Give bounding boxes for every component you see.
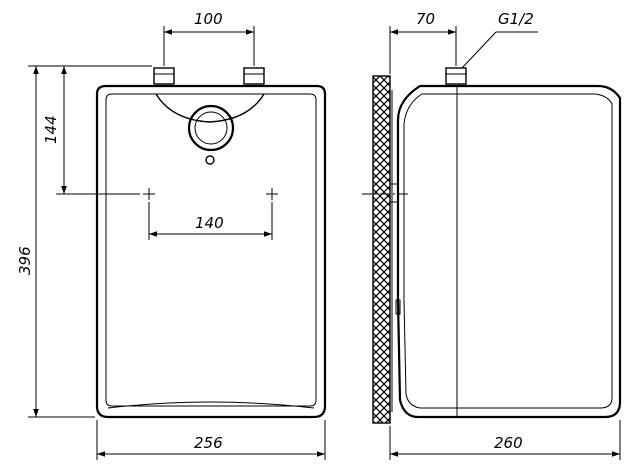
front-body-inner: [105, 93, 317, 407]
dim-label-inlet-spacing: 100: [194, 10, 223, 28]
side-body-inner: [403, 93, 613, 409]
control-knob-inner: [194, 111, 228, 145]
dim-label-front-width: 256: [194, 434, 223, 452]
dim-label-fixing-height: 144: [42, 115, 60, 144]
control-knob-icon: [187, 104, 235, 152]
fixing-point-right: [266, 188, 278, 200]
dim-label-thread: G1/2: [498, 10, 534, 28]
inlet-pipe-left: [153, 67, 175, 85]
fixing-point-left: [143, 188, 155, 200]
indicator-lamp-icon: [205, 155, 215, 165]
front-bottom-bevel: [107, 401, 315, 409]
dim-label-wall-offset: 70: [416, 10, 435, 28]
wall-bracket-lower: [395, 299, 401, 315]
front-top-cap: [155, 93, 265, 123]
inlet-pipe-right: [243, 67, 265, 85]
dim-label-fixing-spacing: 140: [195, 214, 224, 232]
side-view: [362, 67, 622, 424]
wall-bracket: [389, 183, 399, 203]
wall-section: [372, 75, 391, 424]
dim-front-width: 256: [96, 420, 326, 460]
side-body-outer: [396, 84, 622, 419]
dim-wall-offset: 70: [389, 10, 457, 74]
front-body-outer: [95, 84, 327, 419]
front-view: [95, 67, 327, 419]
dim-label-total-height: 396: [16, 246, 34, 275]
dim-fixing-height: 144: [42, 65, 152, 195]
dim-label-side-depth: 260: [494, 434, 523, 452]
dim-side-depth: 260: [389, 420, 621, 460]
dim-thread: G1/2: [461, 10, 538, 69]
dim-inlet-spacing: 100: [163, 10, 255, 66]
dim-total-height: 396: [16, 65, 95, 418]
dim-fixing-spacing: 140: [148, 202, 273, 240]
side-inlet-pipe: [445, 67, 467, 85]
